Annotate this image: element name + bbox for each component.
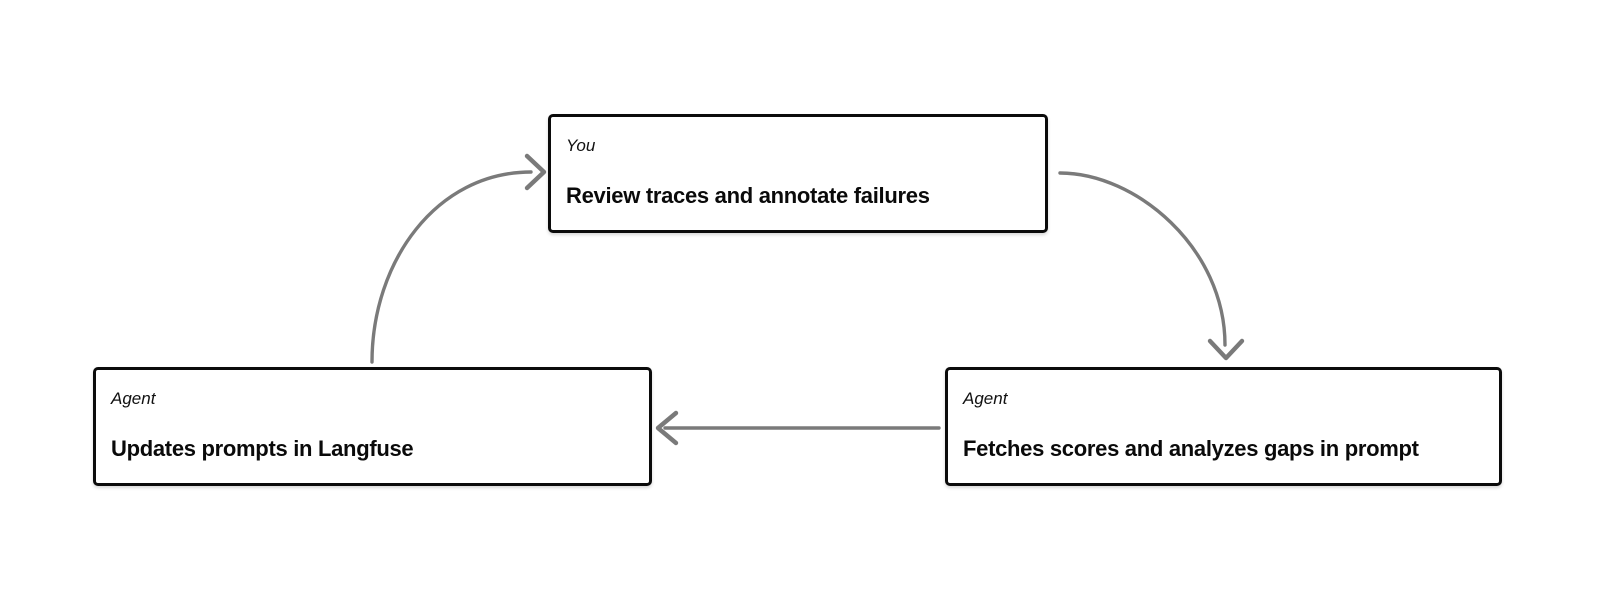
arrow-you-to-fetch [1058,171,1245,361]
node-title-label: Fetches scores and analyzes gaps in prom… [963,436,1419,462]
node-agent-update: Agent Updates prompts in Langfuse [93,367,652,486]
arrow-fetch-to-update [655,410,941,446]
node-you-review: You Review traces and annotate failures [548,114,1048,233]
node-agent-fetch: Agent Fetches scores and analyzes gaps i… [945,367,1502,486]
node-title-label: Review traces and annotate failures [566,183,930,209]
arrow-update-to-you [370,153,547,364]
node-role-label: Agent [963,389,1008,408]
node-title-label: Updates prompts in Langfuse [111,436,414,462]
node-role-label: You [566,136,596,155]
node-role-label: Agent [111,389,156,408]
